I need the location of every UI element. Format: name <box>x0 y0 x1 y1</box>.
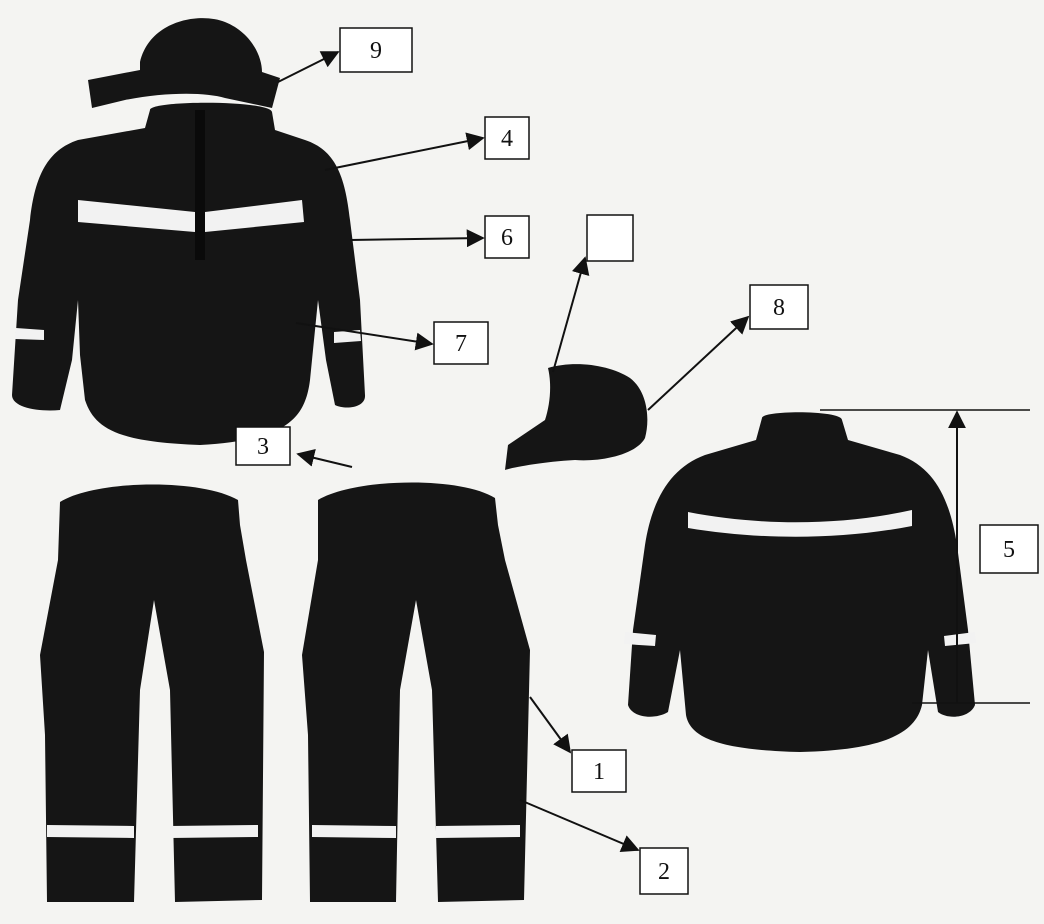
callout-blank <box>587 215 633 261</box>
callout-label-4: 4 <box>501 126 513 152</box>
callout-box-blank <box>587 215 633 261</box>
hood <box>505 364 647 470</box>
leader-arrow-7 <box>296 323 432 344</box>
front-jacket <box>12 103 365 445</box>
leader-arrow-blank <box>553 258 585 372</box>
callout-9: 9 <box>340 28 412 72</box>
callout-2: 2 <box>640 848 688 894</box>
callout-label-1: 1 <box>593 759 605 785</box>
trousers-right <box>302 482 530 902</box>
leader-arrow-8 <box>648 317 748 410</box>
leader-arrow-2 <box>520 800 638 850</box>
second-jacket <box>624 412 976 752</box>
callout-label-5: 5 <box>1003 537 1015 563</box>
leader-arrow-1 <box>530 697 570 752</box>
leader-arrow-3 <box>298 454 352 467</box>
callout-1: 1 <box>572 750 626 792</box>
leader-arrow-4 <box>325 138 483 170</box>
helmet-cap <box>88 18 280 108</box>
callout-4: 4 <box>485 117 529 159</box>
leader-arrow-9 <box>278 52 338 82</box>
trousers-left <box>40 484 264 902</box>
callout-5: 5 <box>980 525 1038 573</box>
callout-7: 7 <box>434 322 488 364</box>
callout-label-7: 7 <box>455 331 467 357</box>
callout-label-6: 6 <box>501 225 513 251</box>
callout-3: 3 <box>236 427 290 465</box>
callout-label-2: 2 <box>658 859 670 885</box>
callout-label-9: 9 <box>370 38 382 64</box>
leader-arrow-6 <box>350 238 483 240</box>
callout-8: 8 <box>750 285 808 329</box>
callout-label-3: 3 <box>257 434 269 460</box>
callout-6: 6 <box>485 216 529 258</box>
callout-label-8: 8 <box>773 295 785 321</box>
